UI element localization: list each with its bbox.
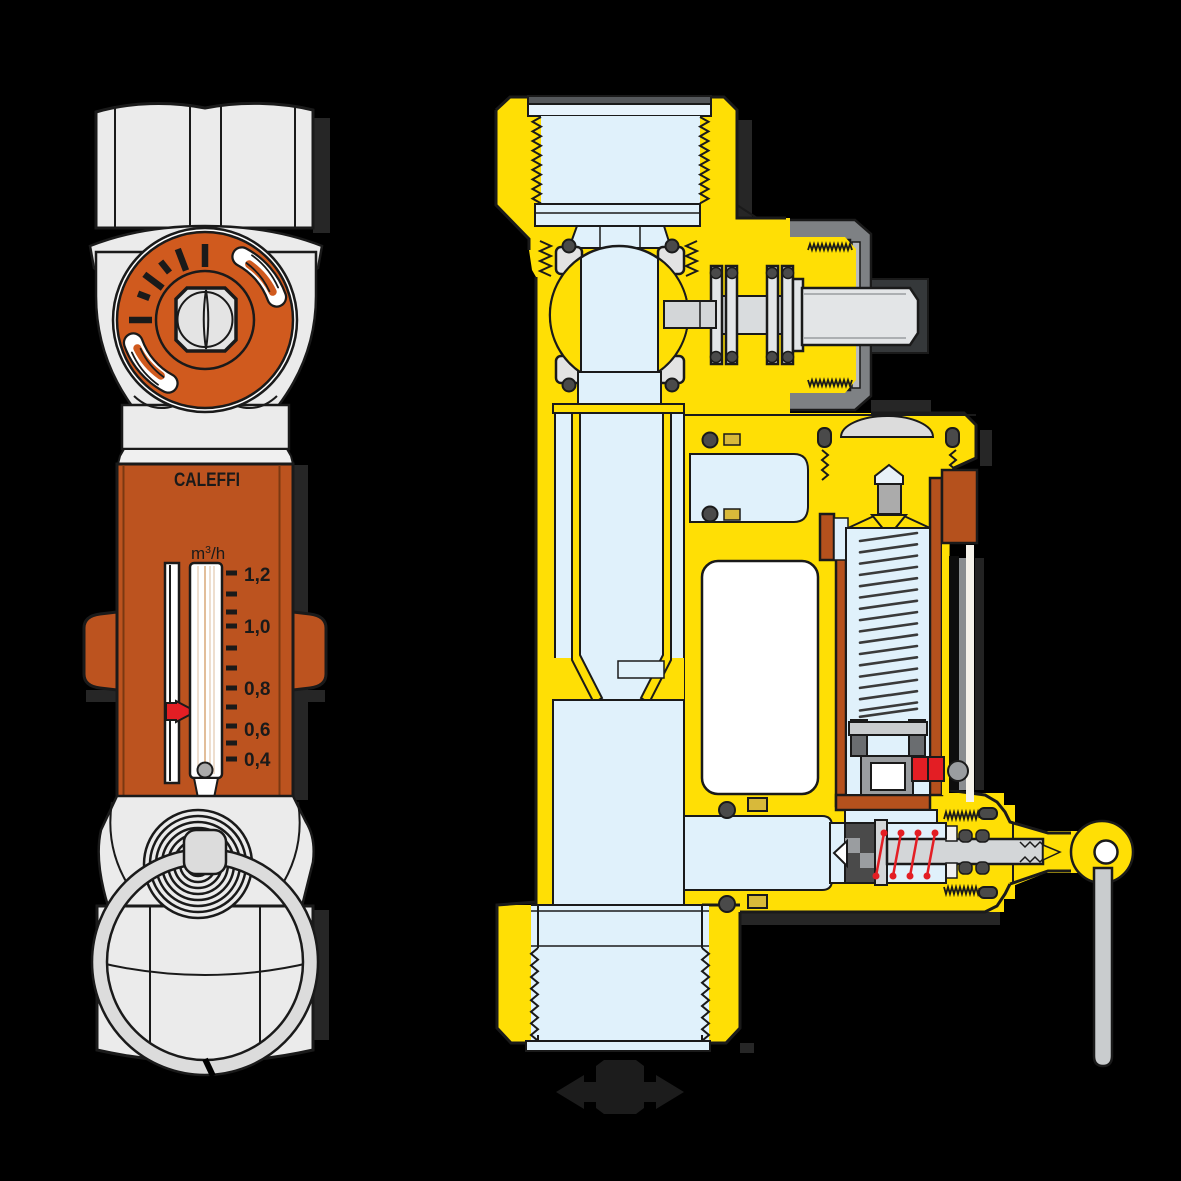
svg-text:CALEFFI: CALEFFI: [174, 469, 240, 491]
svg-text:0,8: 0,8: [244, 679, 270, 700]
svg-text:1,0: 1,0: [244, 617, 270, 638]
svg-text:0,4: 0,4: [244, 750, 271, 771]
svg-text:m3/h: m3/h: [191, 544, 225, 563]
svg-text:0,6: 0,6: [244, 720, 270, 741]
svg-text:1,2: 1,2: [244, 565, 270, 586]
